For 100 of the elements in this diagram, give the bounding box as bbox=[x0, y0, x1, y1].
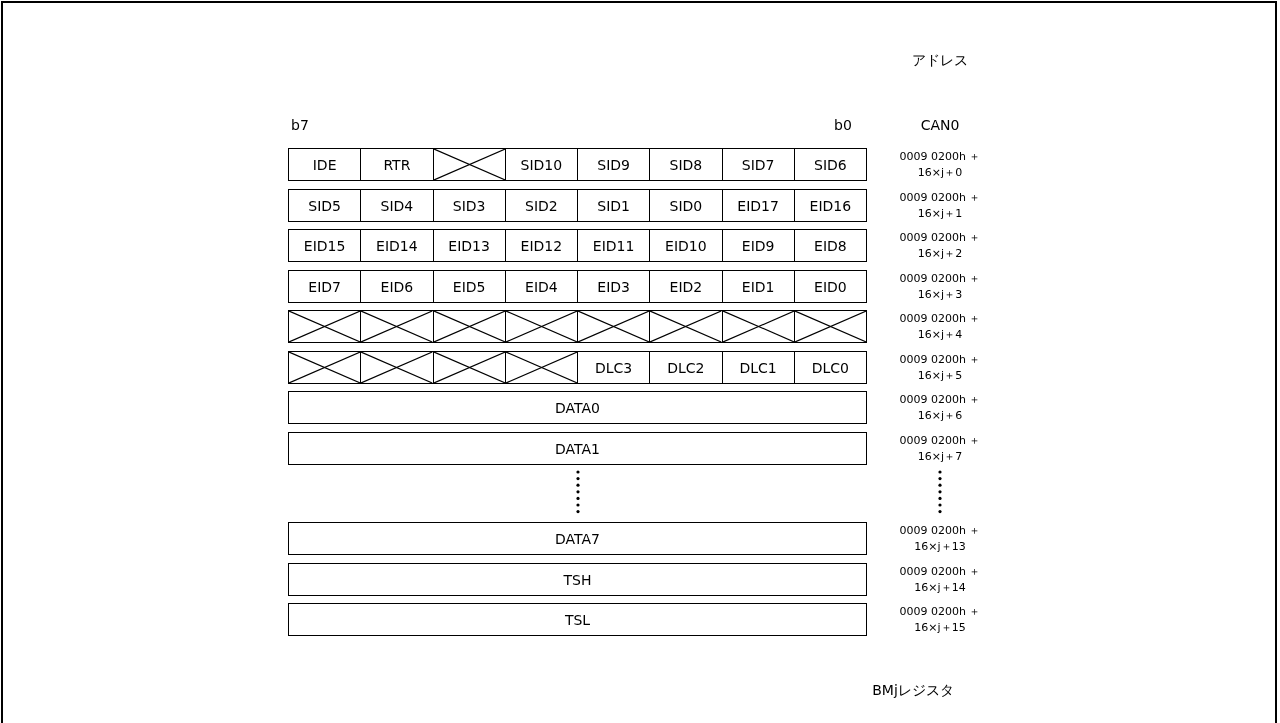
bit-name: SID0 bbox=[669, 197, 703, 214]
register-bit-cell bbox=[793, 270, 867, 303]
register-bit-cell bbox=[577, 270, 651, 303]
bit-name: SID5 bbox=[308, 197, 341, 214]
register-bit-cell bbox=[577, 148, 651, 181]
bit-name: EID8 bbox=[814, 237, 847, 254]
bit-name: EID1 bbox=[741, 278, 775, 295]
register-bit-cell bbox=[504, 148, 578, 181]
address-label: 0009 0200h ＋16×j＋5 bbox=[898, 351, 982, 384]
register-bit-cell bbox=[649, 351, 723, 384]
address-label: 0009 0200h ＋16×j＋7 bbox=[898, 432, 982, 465]
address-label: 0009 0200h ＋16×j＋13 bbox=[898, 522, 982, 555]
bit-name: EID14 bbox=[376, 237, 418, 254]
bit-name: DLC1 bbox=[739, 359, 777, 376]
address-label: 0009 0200h ＋16×j＋14 bbox=[898, 563, 982, 596]
register-bit-cell bbox=[504, 229, 578, 262]
register-caption: BMjレジスタ bbox=[872, 681, 954, 699]
register-bit-cell bbox=[288, 563, 867, 596]
header-label: b7 bbox=[291, 116, 309, 134]
bit-name: DLC2 bbox=[667, 359, 705, 376]
reserved-bit-cell bbox=[432, 148, 506, 181]
header-label: CAN0 bbox=[920, 116, 960, 134]
register-bit-cell bbox=[793, 229, 867, 262]
bit-name: EID16 bbox=[809, 197, 852, 214]
register-bit-cell bbox=[432, 229, 506, 262]
bit-name: SID6 bbox=[814, 156, 847, 173]
address-label: 0009 0200h ＋16×j＋0 bbox=[898, 148, 982, 181]
bit-name: EID6 bbox=[380, 278, 414, 295]
register-bit-cell bbox=[577, 189, 651, 222]
register-bit-cell bbox=[649, 229, 723, 262]
bit-name: EID9 bbox=[741, 237, 775, 254]
register-bit-cell bbox=[793, 351, 867, 384]
register-bit-cell bbox=[721, 270, 795, 303]
bit-name: EID10 bbox=[665, 237, 707, 254]
address-label: 0009 0200h ＋16×j＋4 bbox=[898, 310, 982, 343]
bit-name: DATA1 bbox=[555, 440, 600, 457]
register-bit-cell bbox=[288, 189, 362, 222]
bit-name: EID11 bbox=[592, 237, 635, 254]
register-bit-cell bbox=[721, 148, 795, 181]
address-label: 0009 0200h ＋16×j＋6 bbox=[898, 391, 982, 424]
register-bit-cell bbox=[360, 270, 434, 303]
bit-name: EID5 bbox=[452, 278, 486, 295]
bit-name: SID4 bbox=[380, 197, 414, 214]
bit-name: EID0 bbox=[814, 278, 847, 295]
reserved-bit-cell bbox=[721, 310, 795, 343]
reserved-bit-cell bbox=[360, 351, 434, 384]
address-label: 0009 0200h ＋16×j＋3 bbox=[898, 270, 982, 303]
register-bit-cell bbox=[288, 432, 867, 465]
register-bit-cell bbox=[793, 148, 867, 181]
register-bit-cell bbox=[577, 229, 651, 262]
register-bit-cell bbox=[649, 148, 723, 181]
register-bit-cell bbox=[288, 229, 362, 262]
bit-name: EID2 bbox=[669, 278, 703, 295]
header-label: b0 bbox=[834, 116, 852, 134]
register-bit-cell bbox=[721, 189, 795, 222]
register-bit-cell bbox=[793, 189, 867, 222]
register-bit-cell bbox=[504, 189, 578, 222]
bit-name: EID15 bbox=[303, 237, 346, 254]
bit-name: EID12 bbox=[520, 237, 563, 254]
register-bit-cell bbox=[432, 270, 506, 303]
header-label: アドレス bbox=[912, 51, 968, 69]
bit-name: SID10 bbox=[520, 156, 563, 173]
reserved-bit-cell bbox=[504, 351, 578, 384]
bit-name: DATA7 bbox=[555, 530, 600, 547]
reserved-bit-cell bbox=[504, 310, 578, 343]
reserved-bit-cell bbox=[288, 310, 362, 343]
bit-name: DATA0 bbox=[555, 399, 600, 416]
bit-name: TSH bbox=[563, 571, 592, 588]
bit-name: SID8 bbox=[669, 156, 703, 173]
bit-name: RTR bbox=[383, 156, 411, 173]
register-bit-cell bbox=[504, 270, 578, 303]
bit-name: EID4 bbox=[525, 278, 558, 295]
reserved-bit-cell bbox=[432, 351, 506, 384]
bit-name: SID2 bbox=[525, 197, 558, 214]
register-bit-cell bbox=[288, 603, 867, 636]
register-bit-cell bbox=[360, 148, 434, 181]
register-bit-cell bbox=[721, 351, 795, 384]
bit-name: SID3 bbox=[452, 197, 486, 214]
address-label: 0009 0200h ＋16×j＋1 bbox=[898, 189, 982, 222]
bit-name: EID17 bbox=[737, 197, 779, 214]
reserved-bit-cell bbox=[793, 310, 867, 343]
address-label: 0009 0200h ＋16×j＋2 bbox=[898, 229, 982, 262]
bit-name: DLC0 bbox=[811, 359, 849, 376]
bit-name: SID1 bbox=[597, 197, 630, 214]
bit-name: EID3 bbox=[597, 278, 630, 295]
reserved-bit-cell bbox=[577, 310, 651, 343]
register-bit-cell bbox=[432, 189, 506, 222]
register-bit-cell bbox=[288, 270, 362, 303]
bit-name: SID7 bbox=[741, 156, 775, 173]
bit-name: SID9 bbox=[597, 156, 630, 173]
register-bit-cell bbox=[577, 351, 651, 384]
reserved-bit-cell bbox=[649, 310, 723, 343]
register-bit-cell bbox=[288, 148, 362, 181]
register-bit-cell bbox=[649, 189, 723, 222]
reserved-bit-cell bbox=[432, 310, 506, 343]
register-bit-cell bbox=[288, 391, 867, 424]
address-label: 0009 0200h ＋16×j＋15 bbox=[898, 603, 982, 636]
register-bit-cell bbox=[360, 189, 434, 222]
bit-name: EID13 bbox=[448, 237, 490, 254]
reserved-bit-cell bbox=[288, 351, 362, 384]
